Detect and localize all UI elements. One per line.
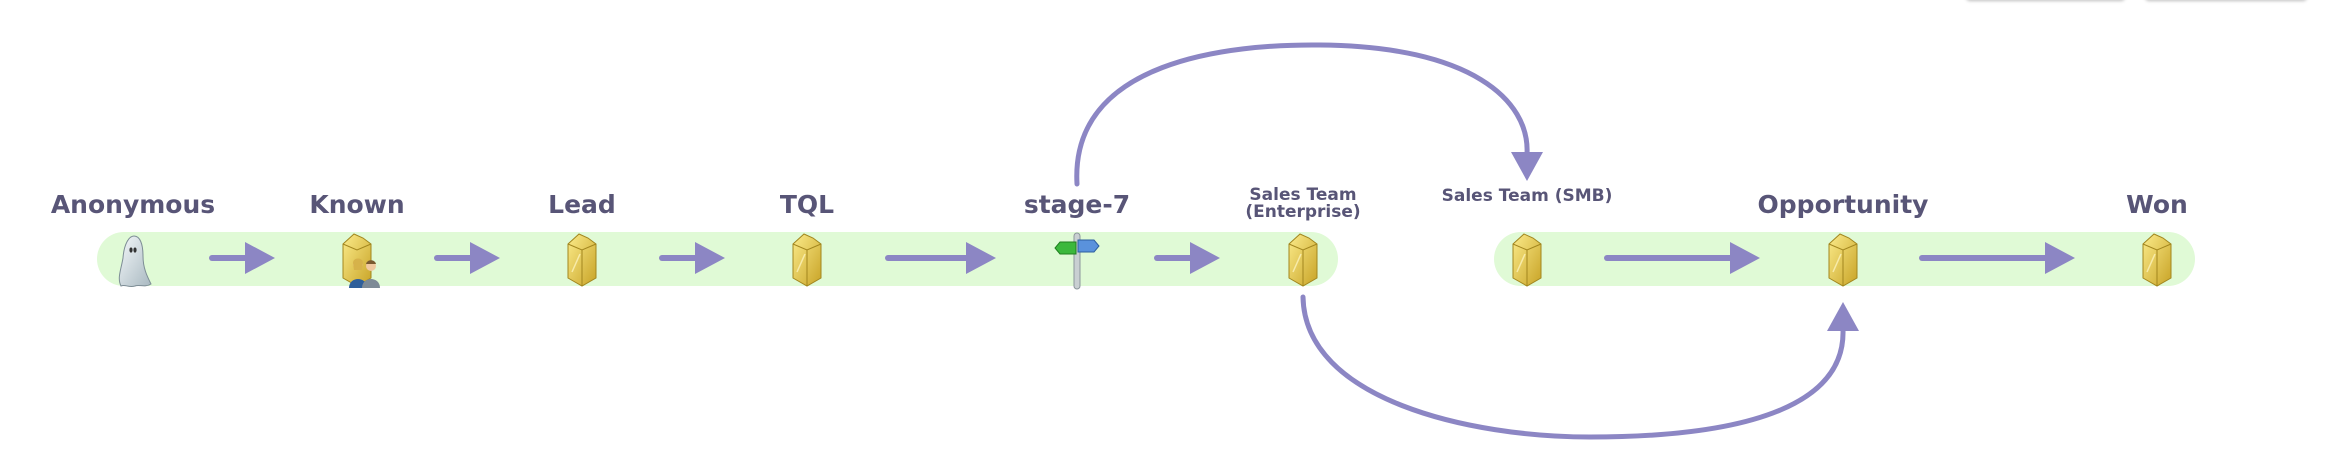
arrow-smb-to-opportunity <box>1604 242 1760 274</box>
box-icon <box>792 233 822 287</box>
arc-enterprise-to-opportunity <box>1300 294 1859 440</box>
stage-label-known: Known <box>309 190 405 219</box>
arrow-tql-to-stage-7 <box>885 242 996 274</box>
stage-label-opportunity: Opportunity <box>1757 190 1929 219</box>
arrow-anonymous-to-known <box>209 242 275 274</box>
box-icon <box>1828 233 1858 287</box>
box-icon <box>1512 233 1542 287</box>
stage-node-opportunity[interactable] <box>1813 230 1873 290</box>
box-people-icon <box>342 233 380 288</box>
stage-label-won: Won <box>2126 190 2188 219</box>
stage-node-sales-team-enterprise[interactable] <box>1273 230 1333 290</box>
arrow-opportunity-to-won <box>1919 242 2075 274</box>
stage-label-line-1: Sales Team <box>1249 185 1357 205</box>
stage-label-tql: TQL <box>779 190 835 219</box>
arc-stage-7-to-smb <box>1074 42 1543 187</box>
box-icon <box>1288 233 1318 287</box>
stage-node-anonymous[interactable] <box>103 230 163 290</box>
stage-label-line-2: (Enterprise) <box>1245 202 1361 222</box>
arrow-known-to-lead <box>434 242 500 274</box>
arrow-lead-to-tql <box>659 242 725 274</box>
stage-label-lead: Lead <box>548 190 616 219</box>
ghost-icon <box>118 235 152 288</box>
arrow-stage-7-to-enterprise <box>1154 242 1220 274</box>
stage-label-stage-7: stage-7 <box>1023 190 1131 219</box>
signpost-icon <box>1054 232 1100 290</box>
stage-label-anonymous: Anonymous <box>50 190 216 219</box>
stage-label-sales-team-enterprise: Sales Team (Enterprise) <box>1245 187 1360 221</box>
stage-node-stage-7[interactable] <box>1047 230 1107 290</box>
stage-node-known[interactable] <box>327 230 387 290</box>
stage-node-sales-team-smb[interactable] <box>1497 230 1557 290</box>
box-icon <box>2142 233 2172 287</box>
stage-node-tql[interactable] <box>777 230 837 290</box>
stage-label-sales-team-smb: Sales Team (SMB) <box>1441 186 1613 206</box>
stage-node-won[interactable] <box>2127 230 2187 290</box>
stage-node-lead[interactable] <box>552 230 612 290</box>
box-icon <box>567 233 597 287</box>
